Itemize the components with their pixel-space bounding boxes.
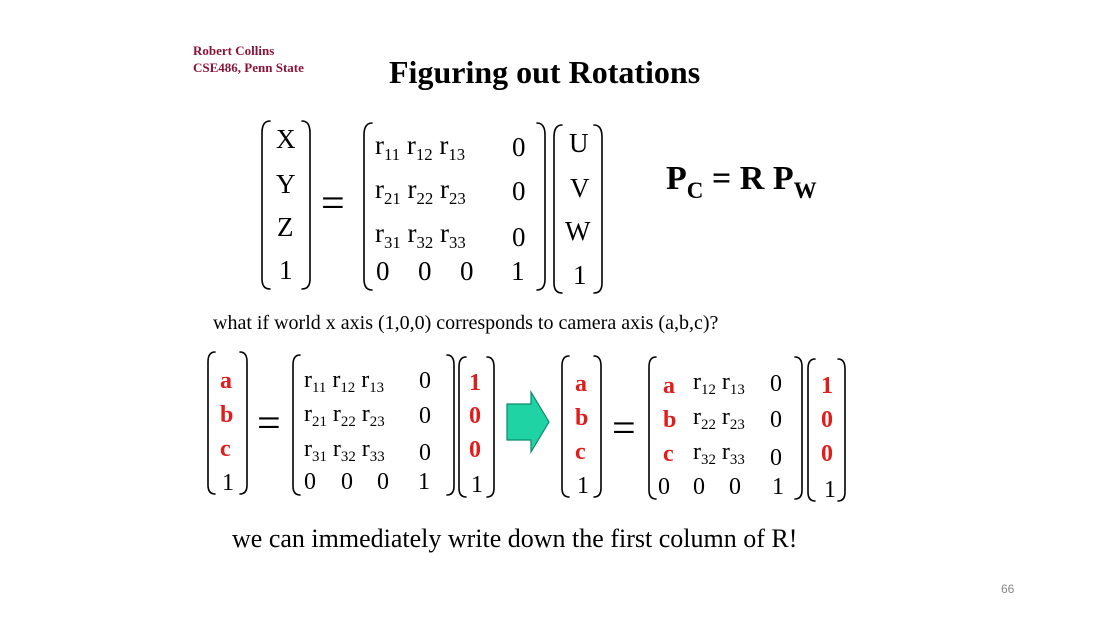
bl-vec-0a: 0 bbox=[469, 403, 481, 429]
slide-title: Figuring out Rotations bbox=[389, 54, 701, 90]
right-arrow-icon bbox=[506, 389, 550, 455]
br-matrix-r43: 0 bbox=[729, 474, 741, 500]
top-rhs-v: V bbox=[570, 173, 590, 203]
br-matrix-r44: 1 bbox=[772, 474, 784, 500]
bl-matrix-r24: 0 bbox=[419, 403, 431, 429]
br-vec-1: 1 bbox=[821, 373, 833, 399]
top-matrix-r42: 0 bbox=[418, 256, 432, 286]
top-matrix-row-2: r21 r22 r23 bbox=[375, 174, 466, 208]
bl-matrix-r14: 0 bbox=[419, 368, 431, 394]
bl-matrix-row-2: r21 r22 r23 bbox=[304, 401, 385, 431]
top-rhs-u: U bbox=[569, 128, 589, 158]
br-vec-0b: 0 bbox=[821, 441, 833, 467]
bl-matrix-r41: 0 bbox=[304, 469, 316, 495]
page-number: 66 bbox=[1001, 582, 1015, 596]
br-matrix-r34: 0 bbox=[770, 445, 782, 471]
top-matrix-r14: 0 bbox=[512, 132, 526, 162]
br-vec-1b: 1 bbox=[824, 477, 836, 503]
author-block: Robert Collins CSE486, Penn State bbox=[193, 42, 304, 76]
top-lhs-y: Y bbox=[276, 169, 296, 199]
br-matrix-row-1: r12 r13 bbox=[693, 369, 745, 399]
br-matrix-row-3: r32 r33 bbox=[693, 439, 745, 469]
br-matrix-c: c bbox=[663, 441, 674, 467]
br-matrix-a: a bbox=[663, 373, 675, 399]
bl-vec-1b: 1 bbox=[471, 472, 483, 498]
br-matrix-r41: 0 bbox=[658, 474, 670, 500]
bottom-right-equals: = bbox=[612, 406, 636, 452]
bl-lhs-c: c bbox=[220, 436, 231, 462]
top-matrix-r44: 1 bbox=[511, 256, 525, 286]
top-matrix-r24: 0 bbox=[512, 176, 526, 206]
br-lhs-a: a bbox=[575, 371, 587, 397]
bl-lhs-a: a bbox=[220, 368, 232, 394]
bl-matrix-r44: 1 bbox=[418, 469, 430, 495]
bl-matrix-r43: 0 bbox=[377, 469, 389, 495]
author-course: CSE486, Penn State bbox=[193, 60, 304, 75]
top-rhs-w: W bbox=[565, 216, 591, 246]
bl-matrix-row-3: r31 r32 r33 bbox=[304, 436, 385, 466]
top-lhs-x: X bbox=[276, 124, 296, 154]
bl-matrix-row-1: r11 r12 r13 bbox=[304, 367, 385, 397]
bl-matrix-r42: 0 bbox=[341, 469, 353, 495]
br-matrix-r42: 0 bbox=[693, 474, 705, 500]
top-rhs-1: 1 bbox=[573, 260, 587, 290]
bottom-left-equals: = bbox=[257, 401, 281, 447]
br-vec-0a: 0 bbox=[821, 407, 833, 433]
bl-vec-1: 1 bbox=[469, 370, 481, 396]
top-matrix-row-3: r31 r32 r33 bbox=[375, 218, 466, 252]
top-equals: = bbox=[321, 181, 345, 227]
br-lhs-b: b bbox=[575, 405, 589, 431]
top-lhs-z: Z bbox=[277, 212, 294, 242]
top-matrix-row-1: r11 r12 r13 bbox=[375, 130, 466, 164]
br-lhs-c: c bbox=[575, 439, 586, 465]
br-matrix-row-2: r22 r23 bbox=[693, 404, 745, 434]
author-name: Robert Collins bbox=[193, 43, 275, 58]
question-text: what if world x axis (1,0,0) corresponds… bbox=[213, 312, 719, 334]
top-matrix-r43: 0 bbox=[460, 256, 474, 286]
bl-matrix-r34: 0 bbox=[419, 440, 431, 466]
top-matrix-r41: 0 bbox=[376, 256, 390, 286]
bl-lhs-b: b bbox=[220, 402, 234, 428]
bl-lhs-1: 1 bbox=[222, 470, 234, 496]
br-matrix-r24: 0 bbox=[770, 407, 782, 433]
br-matrix-b: b bbox=[663, 407, 677, 433]
conclusion-text: we can immediately write down the first … bbox=[232, 524, 798, 553]
pc-equals-r-pw: PC = R PW bbox=[666, 160, 817, 203]
top-matrix-r34: 0 bbox=[512, 222, 526, 252]
br-matrix-r14: 0 bbox=[770, 371, 782, 397]
bl-vec-0b: 0 bbox=[469, 437, 481, 463]
br-lhs-1: 1 bbox=[577, 473, 589, 499]
top-lhs-1: 1 bbox=[279, 255, 293, 285]
